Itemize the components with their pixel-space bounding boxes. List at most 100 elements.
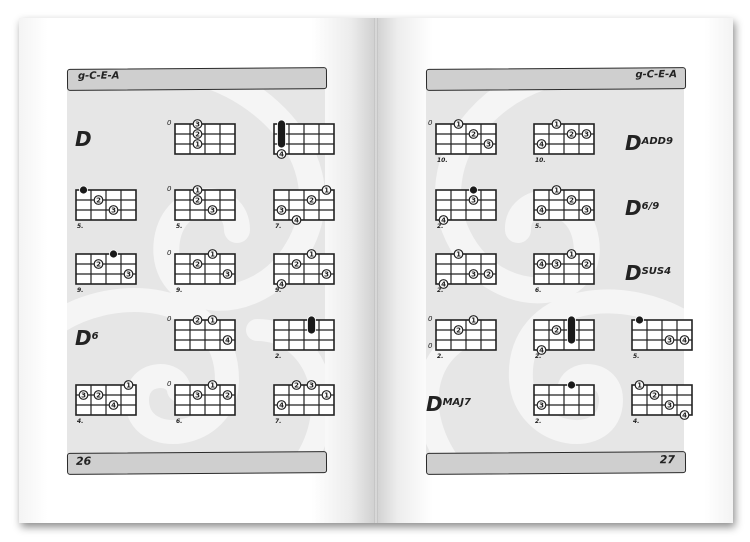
svg-text:4: 4 xyxy=(539,347,544,355)
chord-root: D xyxy=(75,326,92,350)
finger-dot: 2 xyxy=(291,259,302,269)
chord-name-d6: D6 xyxy=(75,328,99,348)
finger-dot: 2 xyxy=(468,129,479,139)
finger-dot: 3 xyxy=(536,400,547,410)
svg-text:2: 2 xyxy=(652,392,657,400)
chord-grid: 23 xyxy=(75,249,137,285)
svg-text:2: 2 xyxy=(456,327,461,335)
chord-suffix: MAJ7 xyxy=(442,397,471,408)
finger-dot: 3 xyxy=(483,139,494,149)
svg-text:2: 2 xyxy=(96,197,101,205)
chord-grid: 4 xyxy=(273,119,335,159)
fret-number: 5. xyxy=(535,223,542,230)
finger-dot: 1 xyxy=(192,185,203,195)
finger-dot: 3 xyxy=(192,119,203,129)
finger-dot: 3 xyxy=(123,269,134,279)
finger-dot: 2 xyxy=(192,129,203,139)
open-string-marker: 0 xyxy=(428,315,433,323)
finger-dot: 2 xyxy=(93,259,104,269)
finger-dot: 1 xyxy=(192,139,203,149)
chord-root: D xyxy=(426,392,443,416)
open-string-marker: 0 xyxy=(167,315,172,323)
svg-text:4: 4 xyxy=(294,217,299,225)
finger-dot: 4 xyxy=(438,279,449,289)
finger-dot: 1 xyxy=(551,119,562,129)
tuning-banner: g-C-E-A xyxy=(66,67,328,91)
page-number: 27 xyxy=(659,453,676,467)
finger-dot: 3 xyxy=(306,380,317,390)
svg-text:2: 2 xyxy=(569,197,574,205)
finger-dot: 4 xyxy=(536,259,547,269)
fret-number: 2. xyxy=(437,223,444,230)
fret-number: 2. xyxy=(535,418,542,425)
finger-dot: 1 xyxy=(123,380,134,390)
finger-dot: 3 xyxy=(551,259,562,269)
svg-text:4: 4 xyxy=(279,151,284,159)
finger-dot: 2 xyxy=(192,259,203,269)
barre-marker xyxy=(567,315,576,345)
chord-suffix: 6/9 xyxy=(641,201,660,212)
svg-text:1: 1 xyxy=(324,187,329,195)
chord-diagram: 2. xyxy=(264,315,335,366)
svg-text:2: 2 xyxy=(554,327,559,335)
chord-name-d: D xyxy=(75,129,92,149)
finger-dot: 2 xyxy=(192,315,203,325)
svg-text:3: 3 xyxy=(539,402,544,410)
svg-text:2: 2 xyxy=(294,261,299,269)
finger-dot: 1 xyxy=(566,249,577,259)
svg-text:3: 3 xyxy=(126,271,131,279)
svg-text:3: 3 xyxy=(584,131,589,139)
svg-text:1: 1 xyxy=(195,187,200,195)
finger-dot: 3 xyxy=(468,269,479,279)
svg-text:3: 3 xyxy=(667,402,672,410)
finger-dot: 1 xyxy=(634,380,645,390)
barre-marker xyxy=(307,315,316,335)
finger-dot: 1 xyxy=(468,315,479,325)
finger-dot: 4 xyxy=(536,139,547,149)
svg-text:1: 1 xyxy=(471,317,476,325)
chord-grid: 23 xyxy=(75,185,137,221)
footer-banner: 26 xyxy=(66,451,328,475)
svg-text:3: 3 xyxy=(584,207,589,215)
fret-number: 10. xyxy=(535,157,546,164)
finger-dot: 4 xyxy=(679,335,690,345)
chord-grid: 43 xyxy=(435,185,497,225)
fret-number: 6. xyxy=(176,418,183,425)
finger-dot: 3 xyxy=(664,400,675,410)
svg-text:1: 1 xyxy=(210,251,215,259)
svg-text:4: 4 xyxy=(441,217,446,225)
svg-text:3: 3 xyxy=(111,207,116,215)
fret-number: 5. xyxy=(176,223,183,230)
barre-marker xyxy=(469,185,478,195)
svg-text:4: 4 xyxy=(539,141,544,149)
fret-number: 9. xyxy=(77,287,84,294)
svg-text:2: 2 xyxy=(96,261,101,269)
finger-dot: 3 xyxy=(321,269,332,279)
svg-text:4: 4 xyxy=(279,281,284,289)
finger-dot: 4 xyxy=(222,335,233,345)
finger-dot: 3 xyxy=(222,269,233,279)
finger-dot: 3 xyxy=(78,390,89,400)
tuning-label: g-C-E-A xyxy=(77,70,120,82)
finger-dot: 2 xyxy=(566,195,577,205)
svg-text:3: 3 xyxy=(554,261,559,269)
svg-text:3: 3 xyxy=(667,337,672,345)
finger-dot: 4 xyxy=(536,345,547,355)
finger-dot: 4 xyxy=(536,205,547,215)
